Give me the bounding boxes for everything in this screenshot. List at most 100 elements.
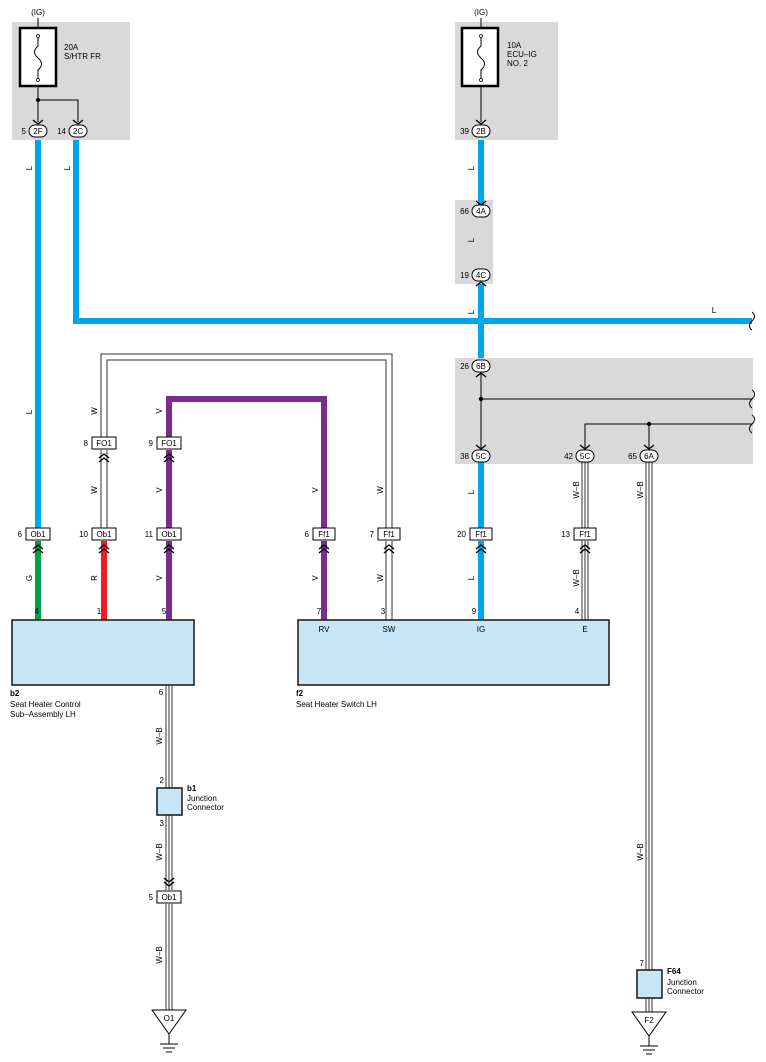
connector-arrow (475, 444, 487, 450)
wire-color-label: W–B (572, 569, 581, 586)
b2-pin-6: 6 (159, 688, 164, 697)
connector-name: 6A (644, 452, 654, 461)
f2-terminal-e: E (582, 625, 587, 634)
connector-arrow (579, 548, 591, 554)
connector-arrow (475, 281, 487, 287)
wire-color-label: L (63, 165, 72, 170)
wire-color-label: W (376, 486, 385, 494)
connector-arrow (579, 444, 591, 450)
connector-arrow (98, 457, 110, 463)
connector-name: Ff1 (383, 530, 395, 539)
connector-arrow (163, 453, 175, 459)
f2-terminal-ig: IG (477, 625, 485, 634)
f2-pin-ig: 9 (472, 607, 477, 616)
f64-pin-top: 7 (640, 959, 645, 968)
wire-color-label: W–B (636, 843, 645, 860)
ground-o1 (151, 1009, 187, 1053)
wire-color-label: V (155, 408, 164, 414)
f2-name: Seat Heater Switch LH (296, 700, 377, 709)
connector-arrow (98, 548, 110, 554)
connector-ob1_a: Ob1 6 (18, 527, 51, 541)
wire-color-label: W–B (636, 481, 645, 498)
connector-arrow (318, 544, 330, 550)
connector-pin: 9 (149, 439, 154, 448)
connector-name: Ob1 (161, 530, 177, 539)
junction-connector-f64-box (636, 969, 663, 999)
connector-arrow (475, 119, 487, 125)
b2-pin-4: 4 (35, 607, 40, 616)
wire-color-label: L (467, 489, 476, 494)
fuse-left (18, 26, 58, 88)
ground-f2 (631, 1011, 667, 1055)
f2-code: f2 (296, 689, 304, 698)
f2-terminal-rv: RV (319, 625, 331, 634)
connector-arrow (32, 544, 44, 550)
wire-wb-f64 (645, 462, 653, 1012)
connector-name: Ob1 (161, 893, 177, 902)
connector-arrow (383, 544, 395, 550)
junction-connector-b1-box (156, 787, 183, 816)
connector-ob1_c: Ob1 11 (145, 527, 182, 541)
wire-color-label: L (712, 306, 717, 315)
wire-wb-e (581, 462, 589, 620)
f2-terminal-sw: SW (383, 625, 396, 634)
ground-o1-label: O1 (164, 1014, 175, 1023)
connector-name: 4A (476, 207, 486, 216)
connector-pin: 8 (84, 439, 89, 448)
ig-label-left: (IG) (31, 8, 45, 17)
wire-color-label: V (155, 575, 164, 581)
connector-arrow (475, 200, 487, 206)
connector-name: Ff1 (475, 530, 487, 539)
wire-color-label: W (90, 486, 99, 494)
connector-arrow (72, 119, 84, 125)
connector-arrow (163, 548, 175, 554)
wire-color-label: L (467, 575, 476, 580)
connector-arrow (98, 544, 110, 550)
connector-arrow (318, 548, 330, 554)
wire-color-label: W–B (155, 946, 164, 963)
break-mark-3 (749, 414, 755, 434)
connector-name: FO1 (96, 439, 112, 448)
connector-pin: 6 (18, 530, 23, 539)
f2-pin-e: 4 (575, 607, 580, 616)
connector-pin: 11 (145, 530, 154, 539)
f2-pin-rv: 7 (317, 607, 322, 616)
wire-color-label: L (467, 165, 476, 170)
wire-wb-b2 (165, 685, 173, 1010)
connector-pin: 20 (457, 530, 466, 539)
connector-name: FO1 (161, 439, 177, 448)
wire-color-label: W–B (155, 727, 164, 744)
connector-pin: 26 (460, 362, 469, 371)
wire-color-label: W–B (155, 843, 164, 860)
connector-pin: 66 (460, 207, 469, 216)
connector-pin: 65 (628, 452, 637, 461)
connector-arrow (163, 881, 175, 887)
f64-code: F64 (667, 967, 681, 976)
b2-pin-5: 5 (162, 607, 167, 616)
connector-name: Ff1 (318, 530, 330, 539)
connector-c4A: 4A 66 (460, 204, 491, 218)
wire-color-label: V (155, 487, 164, 493)
seat-heater-switch-box (297, 619, 610, 686)
ground-f2-label: F2 (644, 1016, 654, 1025)
connector-pin: 38 (460, 452, 469, 461)
connector-name: Ob1 (96, 530, 112, 539)
connector-pin: 13 (561, 530, 570, 539)
b2-pin-1: 1 (97, 607, 102, 616)
connector-name: Ob1 (30, 530, 46, 539)
b2-code: b2 (10, 689, 20, 698)
connector-name: 4C (476, 271, 486, 280)
connector-pin: 42 (564, 452, 573, 461)
